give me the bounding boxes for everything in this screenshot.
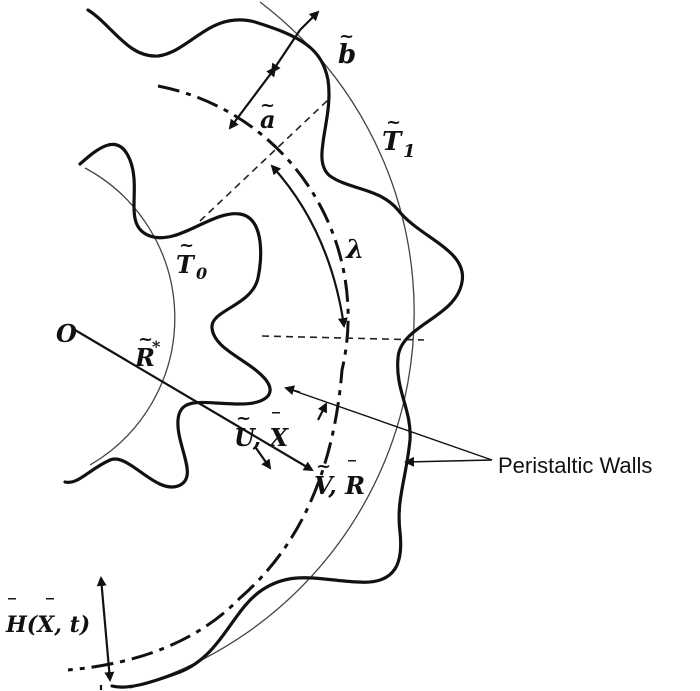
b-arrow-lower — [270, 29, 301, 74]
svg-text:~: ~ — [179, 235, 194, 256]
outer-reference-arc — [129, 1, 415, 689]
label-O: O — [56, 319, 77, 348]
svg-text:~: ~ — [386, 112, 401, 133]
a-dimension-arrow — [228, 66, 277, 130]
h-dimension-arrow — [96, 576, 115, 682]
svg-text:T: T — [382, 127, 403, 157]
svg-text:H(X, t): H(X, t) — [5, 612, 90, 638]
svg-text:U, X: U, X — [234, 423, 289, 452]
svg-text:V, R: V, R — [314, 471, 365, 500]
outer-peristaltic-wall — [86, 8, 464, 689]
label-T0: T 0 ~ — [176, 235, 207, 283]
inner-peristaltic-wall — [63, 142, 272, 489]
svg-text:~: ~ — [260, 95, 275, 116]
svg-text:‾: ‾ — [8, 595, 16, 614]
svg-text:~: ~ — [339, 26, 354, 47]
label-V-R: V, R ~ ‾ — [314, 456, 365, 500]
svg-text:0: 0 — [196, 264, 207, 283]
label-a: a ~ — [260, 95, 276, 134]
svg-text:R: R — [134, 343, 155, 372]
svg-text:~: ~ — [236, 408, 251, 429]
svg-text:1: 1 — [403, 141, 416, 162]
label-peristaltic-walls: Peristaltic Walls — [498, 453, 652, 478]
label-R-star: R * ~ — [134, 329, 161, 372]
label-H: H(X, t) ‾ ‾ — [5, 595, 90, 638]
svg-text:a: a — [260, 105, 276, 134]
svg-text:‾: ‾ — [348, 457, 356, 476]
walls-callout-outer — [404, 456, 493, 467]
v-direction-arrow — [317, 402, 327, 421]
radial-coordinate-arrow — [74, 329, 314, 472]
svg-text:*: * — [152, 337, 161, 356]
svg-text:‾: ‾ — [272, 409, 280, 428]
walls-callout-inner-head — [284, 385, 301, 396]
label-U-X: U, X ~ ‾ — [234, 408, 289, 452]
inner-reference-arc — [84, 167, 176, 466]
svg-text:T: T — [176, 250, 196, 279]
svg-text:~: ~ — [316, 456, 331, 477]
svg-text:b: b — [338, 40, 356, 70]
label-b: b ~ — [338, 26, 356, 70]
svg-text:‾: ‾ — [46, 595, 54, 614]
lambda-wavelength-arrow — [270, 164, 348, 328]
label-T1: T 1 ~ — [382, 112, 416, 162]
dashed-radial-line-top — [199, 99, 329, 222]
walls-callout-inner — [285, 387, 493, 461]
channel-center-line — [67, 84, 350, 672]
dashed-radial-line-middle — [261, 335, 425, 341]
u-direction-arrow — [255, 447, 272, 470]
svg-text:~: ~ — [138, 329, 153, 350]
label-lambda: λ — [345, 235, 364, 265]
b-arrow-upper — [299, 10, 320, 31]
